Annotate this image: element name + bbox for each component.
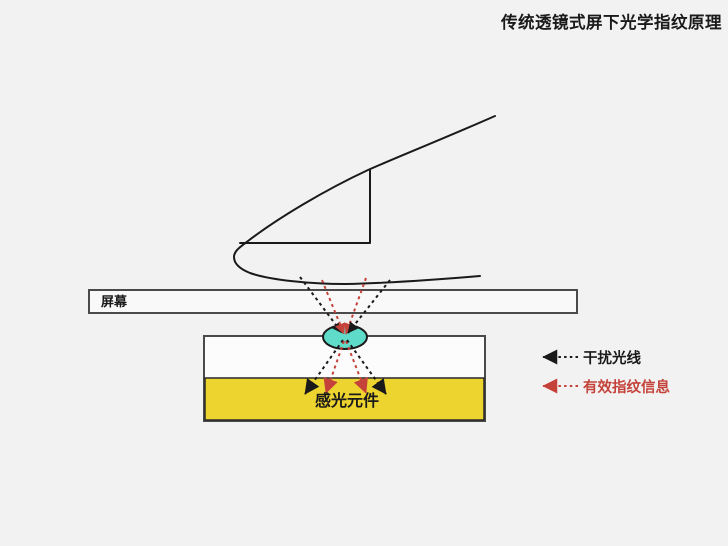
legend-interference-label: 干扰光线 xyxy=(583,349,641,367)
fingerprint-ray-right-out xyxy=(345,340,368,394)
finger-outline xyxy=(233,115,496,285)
legend: 干扰光线 有效指纹信息 xyxy=(542,349,670,396)
lens xyxy=(322,324,368,350)
interference-ray-left-out xyxy=(304,339,344,395)
interference-ray-right-out xyxy=(346,339,387,395)
page-title: 传统透镜式屏下光学指纹原理 xyxy=(500,12,722,32)
legend-fingerprint-label: 有效指纹信息 xyxy=(583,378,670,396)
sensor-label: 感光元件 xyxy=(315,391,379,410)
screen-panel xyxy=(88,289,578,314)
sensor-photosensitive-area xyxy=(204,377,485,421)
interference-ray-right-in xyxy=(347,279,391,334)
fingerprint-ray-left-out xyxy=(323,340,345,394)
screen-label: 屏幕 xyxy=(101,294,128,309)
finger-inner-lines xyxy=(239,169,371,244)
interference-ray-left-in xyxy=(299,276,343,334)
